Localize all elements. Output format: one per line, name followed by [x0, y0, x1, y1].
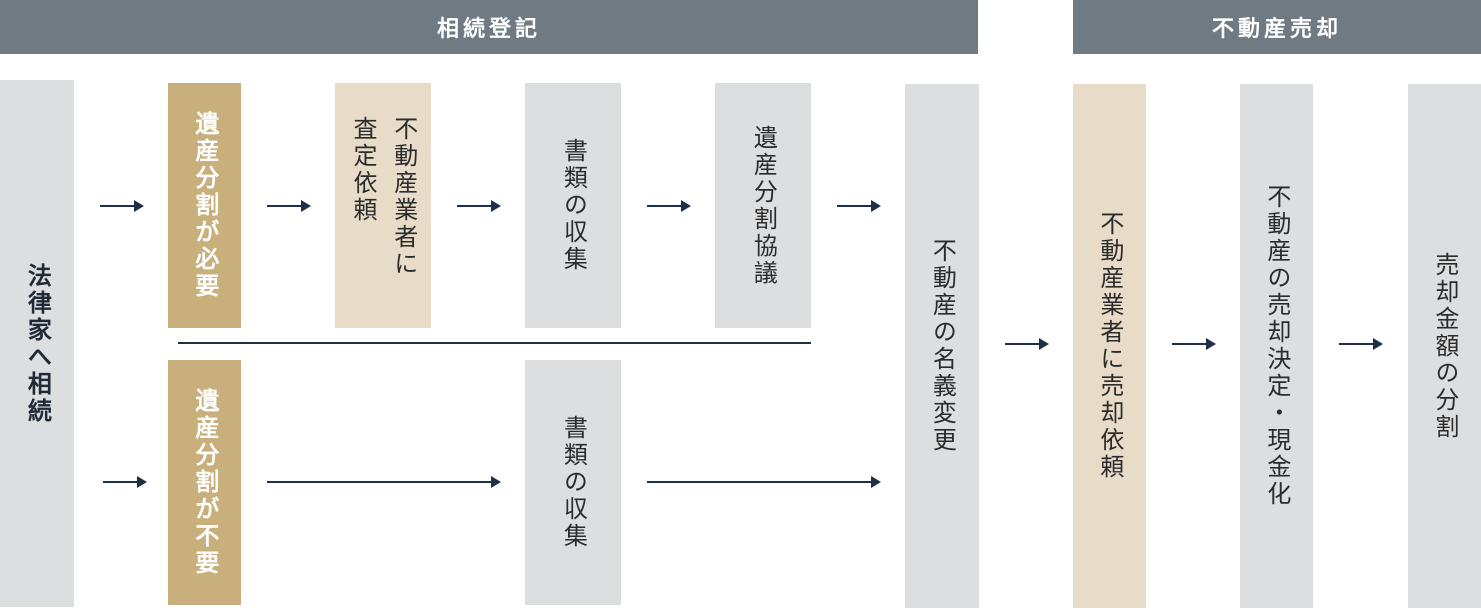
row-separator-line — [178, 342, 811, 344]
arrow-fuyo-to-shorui — [267, 476, 501, 488]
box-baikyaku-irai-label: 不動産業者に売却依頼 — [1095, 211, 1124, 481]
header-souzoku-touki: 相続登記 — [0, 0, 978, 54]
arrow-hitsuyo-to-satei — [267, 200, 311, 212]
box-bunkatsu-hitsuyo-label: 遺産分割が必要 — [190, 111, 219, 300]
arrow-irai-to-kettei — [1172, 338, 1216, 350]
box-bunkatsu-fuyo: 遺産分割が不要 — [168, 360, 241, 605]
box-shorui-shushu-1-label: 書類の収集 — [559, 138, 588, 273]
arrow-consult-to-hitsuyo — [100, 200, 144, 212]
box-baikyaku-kettei: 不動産の売却決定・現金化 — [1240, 84, 1313, 608]
arrow-shorui-to-kyogi — [647, 200, 691, 212]
header-souzoku-label: 相続登記 — [436, 17, 541, 42]
box-shorui-shushu-2: 書類の収集 — [525, 360, 621, 605]
arrow-kettei-to-bunkatsu — [1339, 338, 1383, 350]
arrow-kyogi-to-meigi — [837, 200, 881, 212]
header-fudousan-baikyaku: 不動産売却 — [1073, 0, 1481, 54]
box-meigi-henko: 不動産の名義変更 — [905, 84, 979, 608]
arrow-consult-to-fuyo — [103, 476, 147, 488]
header-baikyaku-label: 不動産売却 — [1211, 17, 1342, 42]
box-satei-irai: 不動産業者に査定依頼 — [335, 83, 431, 328]
box-baikyaku-kettei-label: 不動産の売却決定・現金化 — [1262, 184, 1291, 508]
arrow-meigi-to-baikyaku-irai — [1005, 338, 1049, 350]
box-consult-label: 法律家へ相続 — [23, 262, 52, 425]
arrow-satei-to-shorui — [457, 200, 501, 212]
box-satei-irai-label: 不動産業者に査定依頼 — [349, 115, 418, 278]
box-kingaku-bunkatsu-label: 売却金額の分割 — [1430, 251, 1459, 441]
box-bunkatsu-kyogi: 遺産分割協議 — [715, 83, 811, 328]
box-baikyaku-irai: 不動産業者に売却依頼 — [1073, 84, 1146, 608]
box-bunkatsu-hitsuyo: 遺産分割が必要 — [168, 83, 241, 328]
box-shorui-shushu-1: 書類の収集 — [525, 83, 621, 328]
arrow-shorui-to-meigi — [647, 476, 881, 488]
box-bunkatsu-fuyo-label: 遺産分割が不要 — [190, 388, 219, 577]
box-meigi-henko-label: 不動産の名義変更 — [928, 238, 957, 454]
box-bunkatsu-kyogi-label: 遺産分割協議 — [749, 124, 778, 287]
box-consult: 法律家へ相続 — [0, 80, 74, 607]
box-kingaku-bunkatsu: 売却金額の分割 — [1408, 84, 1481, 608]
box-shorui-shushu-2-label: 書類の収集 — [559, 415, 588, 550]
